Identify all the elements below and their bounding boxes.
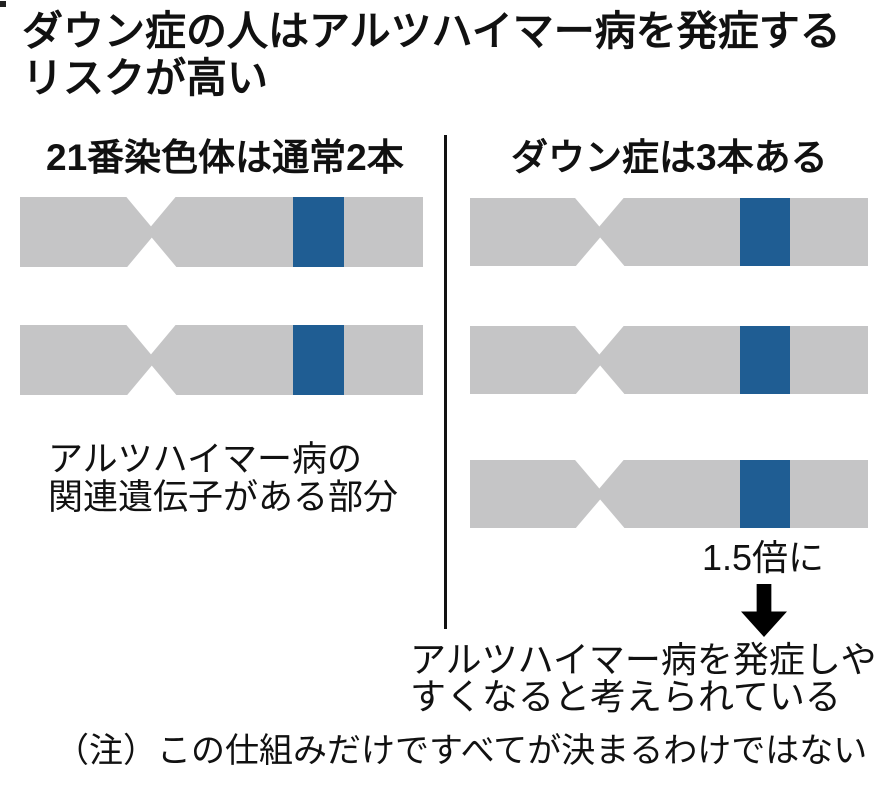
alzheimer-gene-band: [739, 460, 790, 528]
chromosome-21: [470, 460, 868, 528]
column-divider-line: [444, 135, 447, 629]
chromosome-21: [20, 197, 423, 267]
alzheimer-gene-band: [739, 326, 790, 394]
alzheimer-gene-band: [293, 197, 344, 267]
outcome-label: アルツハイマー病を発症しや すくなると考えられている: [410, 639, 877, 717]
multiplier-label: 1.5倍に: [701, 537, 825, 578]
page-title: ダウン症の人はアルツハイマー病を発症する リスクが高い: [22, 8, 841, 101]
alzheimer-gene-band: [739, 198, 790, 266]
corner-artifact-mark: [0, 1, 6, 7]
down-arrow-icon: [741, 584, 787, 637]
alzheimer-gene-band: [293, 325, 344, 395]
left-column-header: 21番染色体は通常2本: [46, 137, 404, 178]
chromosome-21: [470, 326, 868, 394]
note-label: （注）この仕組みだけですべてが決まるわけではない: [55, 732, 868, 770]
chromosome-21: [20, 325, 423, 395]
right-column-header: ダウン症は3本ある: [511, 137, 828, 178]
chromosome-21: [470, 198, 868, 266]
gene-region-label: アルツハイマー病の 関連遺伝子がある部分: [48, 440, 399, 517]
